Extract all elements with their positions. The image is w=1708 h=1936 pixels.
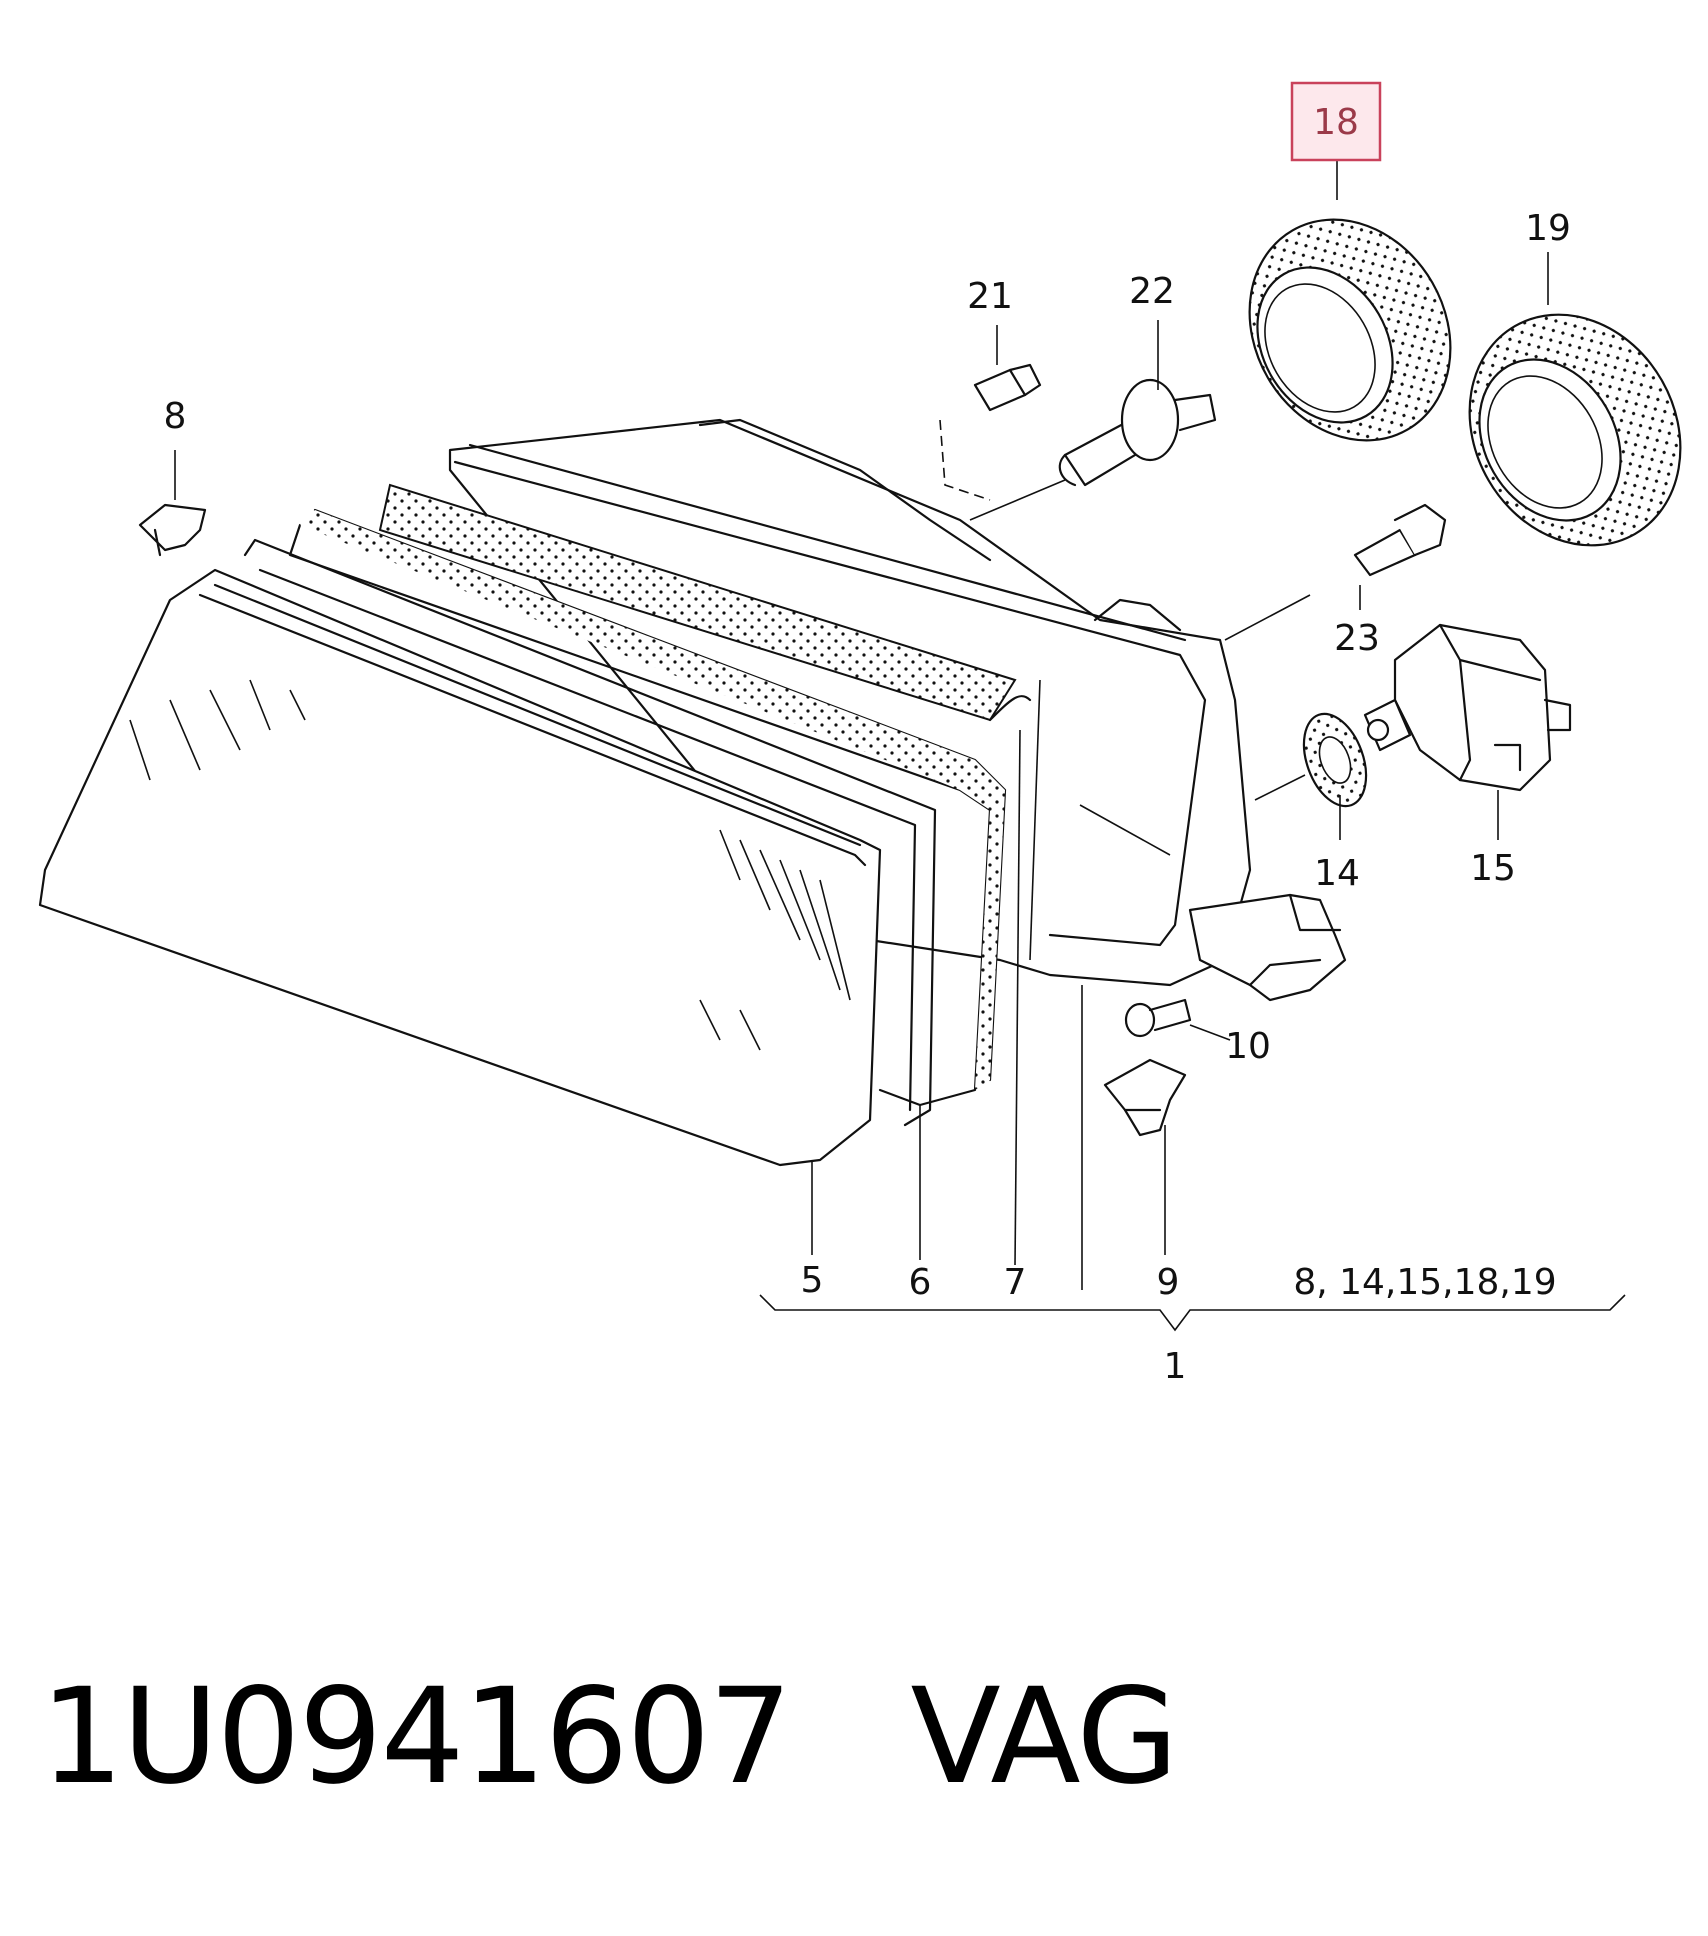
seal-ring-part-14 — [1254, 712, 1368, 808]
callout-14[interactable]: 14 — [1314, 853, 1360, 894]
callout-18[interactable]: 18 — [1313, 102, 1359, 143]
callout-9[interactable]: 9 — [1157, 1262, 1180, 1303]
side-light-bulb-part-21 — [939, 363, 1042, 501]
part-number-caption: 1U0941607 VAG — [40, 1660, 1179, 1840]
callout-10[interactable]: 10 — [1225, 1026, 1271, 1067]
headlight-housing — [448, 418, 1252, 987]
callout-15[interactable]: 15 — [1470, 848, 1516, 889]
highlight-box-18 — [1290, 81, 1382, 162]
brand-name: VAG — [910, 1660, 1178, 1814]
leader-lines — [174, 160, 1626, 1332]
callout-19[interactable]: 19 — [1525, 208, 1571, 249]
adjuster-bracket — [1188, 893, 1347, 1002]
callout-21[interactable]: 21 — [967, 276, 1013, 317]
cover-cap-part-19 — [1468, 313, 1682, 547]
inner-frame — [243, 538, 937, 1127]
cover-cap-part-18 — [1248, 218, 1452, 442]
callout-group[interactable]: 8, 14,15,18,19 — [1293, 1262, 1556, 1303]
callout-23[interactable]: 23 — [1334, 618, 1380, 659]
headlight-lens — [38, 568, 882, 1167]
callout-6[interactable]: 6 — [909, 1262, 932, 1303]
callout-8[interactable]: 8 — [164, 396, 187, 437]
part-number: 1U0941607 — [40, 1660, 792, 1814]
gasket-strip — [378, 483, 1032, 722]
callout-22[interactable]: 22 — [1129, 271, 1175, 312]
callout-1[interactable]: 1 — [1164, 1346, 1187, 1387]
clip-part-9 — [1103, 1058, 1187, 1137]
main-bulb-part-22 — [969, 378, 1217, 521]
adjustment-motor-part-15 — [1363, 623, 1572, 792]
retaining-clip-part-8 — [138, 503, 207, 557]
screw-part-10 — [1124, 998, 1192, 1038]
callout-7[interactable]: 7 — [1004, 1262, 1027, 1303]
callout-5[interactable]: 5 — [801, 1260, 824, 1301]
small-bulb-part-23 — [1224, 503, 1447, 641]
